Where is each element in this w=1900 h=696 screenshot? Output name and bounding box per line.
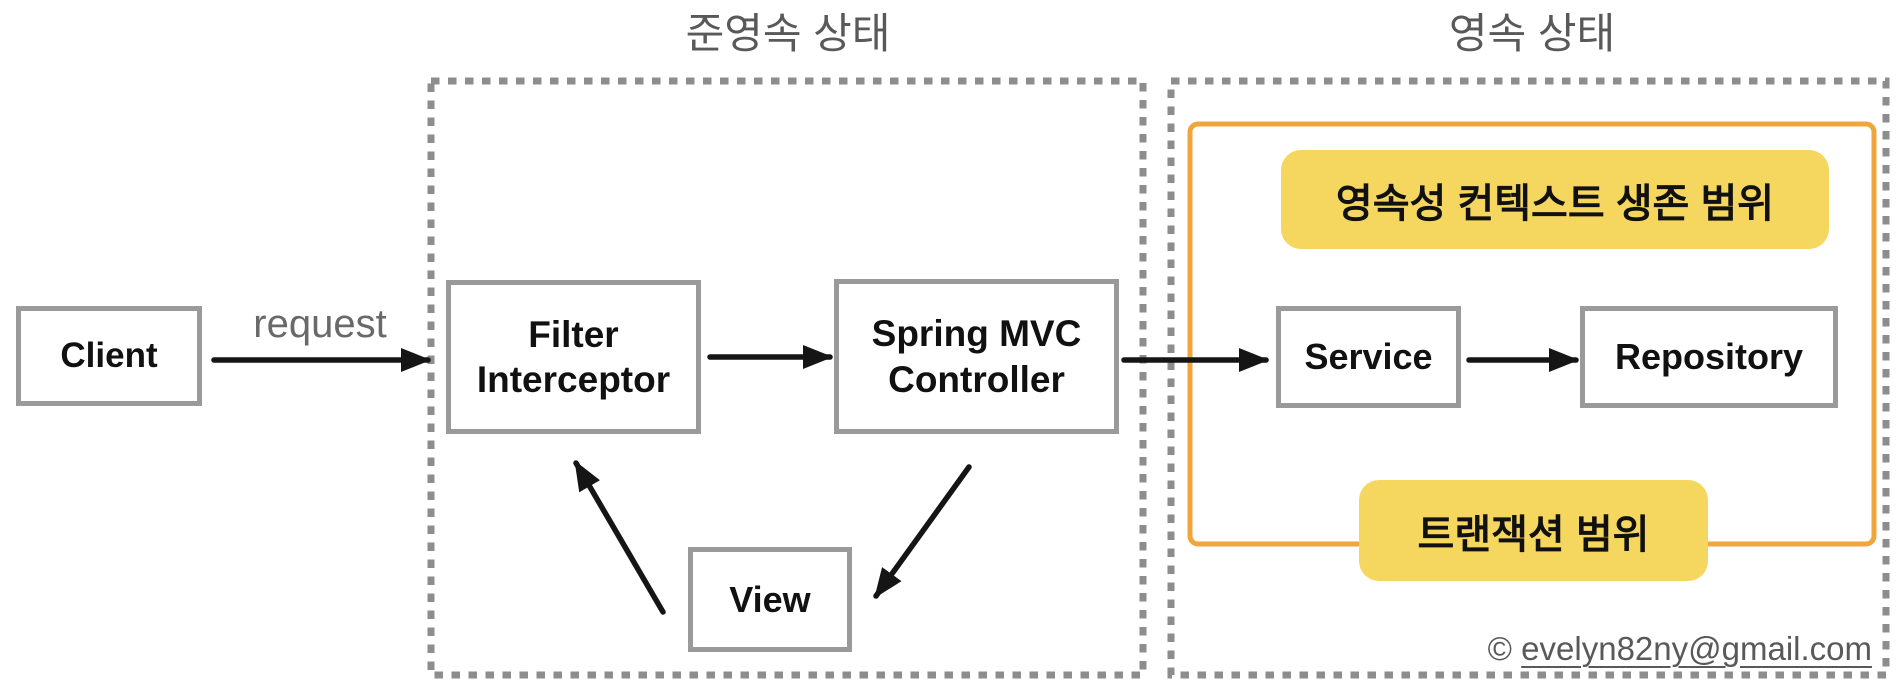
copyright-symbol: © (1487, 630, 1512, 667)
transaction-scope-label: 트랜잭션 범위 (1359, 480, 1708, 581)
client-node: Client (16, 306, 202, 406)
credit-email-link[interactable]: evelyn82ny@gmail.com (1521, 630, 1872, 667)
view-node: View (688, 547, 852, 652)
persistent-state-title: 영속 상태 (1448, 10, 1616, 57)
request-arrow-label: request (253, 302, 387, 346)
arrow-controller-to-view (873, 464, 972, 599)
filter-interceptor-node: Filter Interceptor (446, 280, 701, 434)
persistence-context-scope-label: 영속성 컨텍스트 생존 범위 (1281, 150, 1829, 249)
spring-mvc-controller-node: Spring MVC Controller (834, 279, 1119, 434)
arrow-view-to-filter (573, 460, 666, 615)
repository-node: Repository (1580, 306, 1838, 408)
service-node: Service (1276, 306, 1461, 408)
detached-state-title: 준영속 상태 (685, 10, 891, 57)
copyright-credit: © evelyn82ny@gmail.com (1488, 630, 1872, 668)
